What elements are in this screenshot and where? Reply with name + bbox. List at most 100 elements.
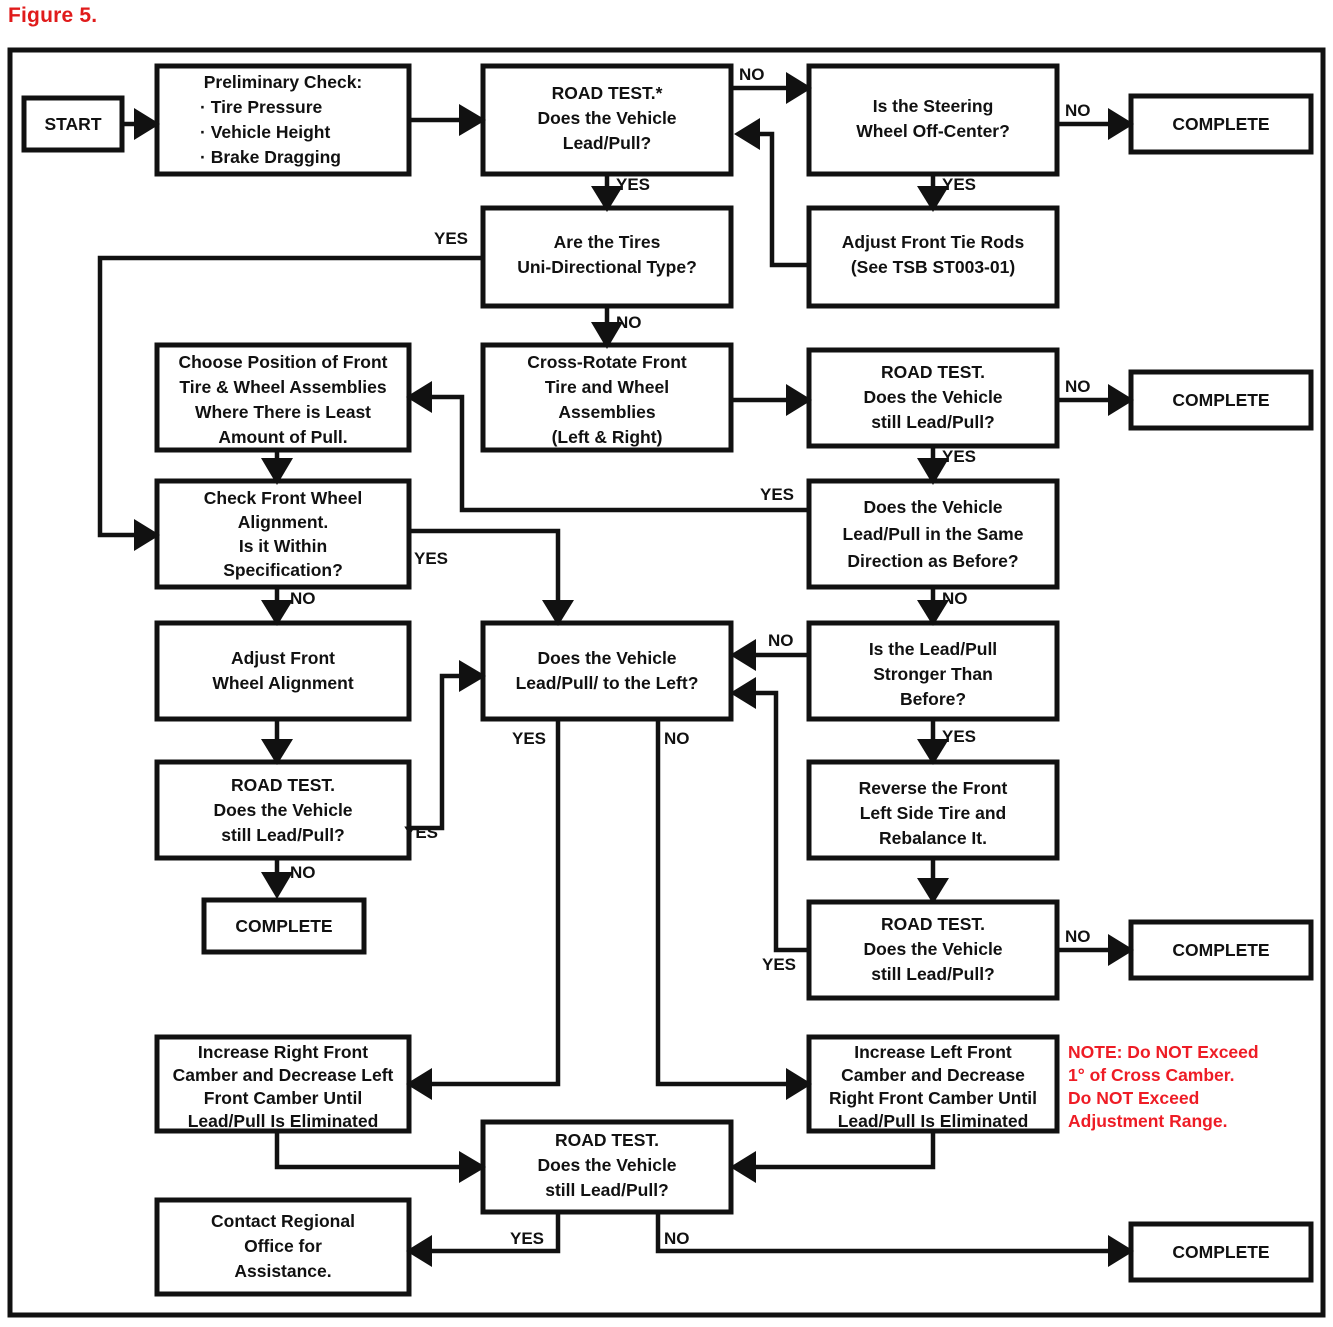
edge-label-leftpull-yes: YES (512, 729, 546, 748)
arrowhead-roadtest5-contact (406, 1235, 432, 1267)
node-incrleft-line1: Increase Left Front (854, 1042, 1012, 1062)
node-incrright-box (154, 1034, 412, 1134)
node-roadtest5-line3: still Lead/Pull? (545, 1180, 669, 1200)
diagram-frame (7, 47, 1326, 1318)
node-leftpull-box (480, 620, 734, 722)
node-reverse-line1: Reverse the Front (859, 778, 1008, 798)
node-unidir-line2: Uni-Directional Type? (517, 257, 697, 277)
arrowhead-roadtest3-complete3 (261, 872, 293, 899)
arrowhead-roadtest3-leftpull (459, 660, 486, 692)
node-samedir-line1: Does the Vehicle (863, 497, 1002, 517)
node-roadtest4-line2: Does the Vehicle (863, 939, 1002, 959)
edge-label-stronger-no: NO (768, 631, 794, 650)
node-leftpull-line2: Lead/Pull/ to the Left? (516, 673, 699, 693)
node-roadtest3-box (154, 759, 412, 861)
node-incrleft-box (806, 1034, 1060, 1134)
node-roadtest3-line1: ROAD TEST. (231, 775, 335, 795)
node-contact-line3: Assistance. (234, 1261, 331, 1281)
node-prelim-line2: · Tire Pressure (200, 97, 323, 117)
node-steering-line2: Wheel Off-Center? (856, 121, 1010, 141)
edge-label-rt1-yes: YES (616, 175, 650, 194)
node-incrright-line3: Front Camber Until (204, 1088, 362, 1108)
node-roadtest2-line1: ROAD TEST. (881, 362, 985, 382)
note-line2: 1° of Cross Camber. (1068, 1065, 1235, 1085)
arrowhead-incrright-roadtest5 (459, 1151, 486, 1183)
edge-label-samedir-no: NO (942, 589, 968, 608)
edge-label-stronger-yes: YES (942, 727, 976, 746)
node-complete3-label: COMPLETE (235, 916, 332, 936)
edge-roadtest4-leftpull (752, 690, 809, 953)
edge-roadtest3-leftpull (409, 673, 463, 831)
edge-label-align-no: NO (290, 589, 316, 608)
edge-leftpull-incrright (428, 719, 561, 1087)
node-prelim-box (154, 63, 412, 177)
node-incrright-line1: Increase Right Front (198, 1042, 368, 1062)
node-checkalign-line2: Alignment. (238, 512, 328, 532)
node-adjustalign-line1: Adjust Front (231, 648, 335, 668)
arrowhead-roadtest1-steering (786, 72, 812, 104)
arrowhead-stronger-leftpull (730, 639, 756, 671)
node-reverse-box (806, 759, 1060, 861)
node-crossrotate-line2: Tire and Wheel (545, 377, 669, 397)
node-complete1-label: COMPLETE (1172, 114, 1269, 134)
arrowhead-checkalign-leftpull (542, 600, 574, 626)
edge-label-steer-yes: YES (942, 175, 976, 194)
node-crossrotate-line3: Assemblies (558, 402, 656, 422)
node-complete4-label: COMPLETE (1172, 940, 1269, 960)
note-line3: Do NOT Exceed (1068, 1088, 1199, 1108)
arrowhead-steering-tierods (917, 186, 949, 212)
node-samedir-box (806, 478, 1060, 590)
edge-roadtest5-contact (428, 1212, 561, 1254)
node-incrleft-line4: Lead/Pull Is Eliminated (838, 1111, 1029, 1131)
node-tierods-line1: Adjust Front Tie Rods (842, 232, 1025, 252)
edge-label-steer-no: NO (1065, 101, 1091, 120)
edge-unidir-checkalign (97, 255, 483, 538)
arrowhead-adjustalign-roadtest3 (261, 739, 293, 765)
node-roadtest1-line2: Does the Vehicle (537, 108, 676, 128)
node-crossrotate-box (480, 342, 734, 453)
arrowhead-samedir-choosepos (406, 381, 432, 413)
node-crossrotate-line1: Cross-Rotate Front (527, 352, 687, 372)
arrowhead-checkalign-adjustalign (261, 600, 293, 626)
arrowhead-stronger-reverse (917, 739, 949, 765)
edge-label-rt3-no: NO (290, 863, 316, 882)
arrowhead-tierods-roadtest1 (734, 118, 760, 150)
node-choosepos-line4: Amount of Pull. (218, 427, 347, 447)
arrowhead-roadtest5-complete5 (1108, 1235, 1134, 1267)
node-start-label: START (44, 114, 101, 134)
node-checkalign-line1: Check Front Wheel (204, 488, 363, 508)
node-stronger-box (806, 620, 1060, 722)
arrowhead-crossrotate-roadtest2 (786, 384, 812, 416)
node-samedir-line3: Direction as Before? (847, 551, 1018, 571)
node-roadtest5-box (480, 1119, 734, 1215)
node-leftpull-line1: Does the Vehicle (537, 648, 676, 668)
node-contact-line2: Office for (244, 1236, 322, 1256)
edge-label-unidir-no: NO (616, 313, 642, 332)
node-checkalign-line4: Specification? (223, 560, 343, 580)
arrowhead-start-prelim (134, 108, 160, 140)
edge-checkalign-leftpull (409, 528, 561, 606)
note-line4: Adjustment Range. (1068, 1111, 1227, 1131)
arrowhead-unidir-checkalign (134, 519, 160, 551)
edge-tierods-roadtest1 (756, 131, 809, 268)
node-roadtest2-line3: still Lead/Pull? (871, 412, 995, 432)
figure-title: Figure 5. (8, 4, 98, 27)
node-prelim-line3: · Vehicle Height (200, 122, 330, 142)
edge-label-rt3-yes: YES (404, 823, 438, 842)
arrowhead-steering-complete1 (1108, 108, 1134, 140)
node-roadtest2-line2: Does the Vehicle (863, 387, 1002, 407)
node-incrright-line2: Camber and Decrease Left (173, 1065, 394, 1085)
node-incrleft-line3: Right Front Camber Until (829, 1088, 1037, 1108)
arrowhead-roadtest2-samedir (917, 458, 949, 485)
node-complete2-label: COMPLETE (1172, 390, 1269, 410)
node-unidir-line1: Are the Tires (554, 232, 661, 252)
node-roadtest1-line1: ROAD TEST.* (552, 83, 663, 103)
node-stronger-line2: Stronger Than (873, 664, 993, 684)
edge-label-unidir-yes: YES (434, 229, 468, 248)
edge-label-align-yes: YES (414, 549, 448, 568)
node-crossrotate-line4: (Left & Right) (552, 427, 663, 447)
node-roadtest4-line3: still Lead/Pull? (871, 964, 995, 984)
node-checkalign-line3: Is it Within (239, 536, 327, 556)
